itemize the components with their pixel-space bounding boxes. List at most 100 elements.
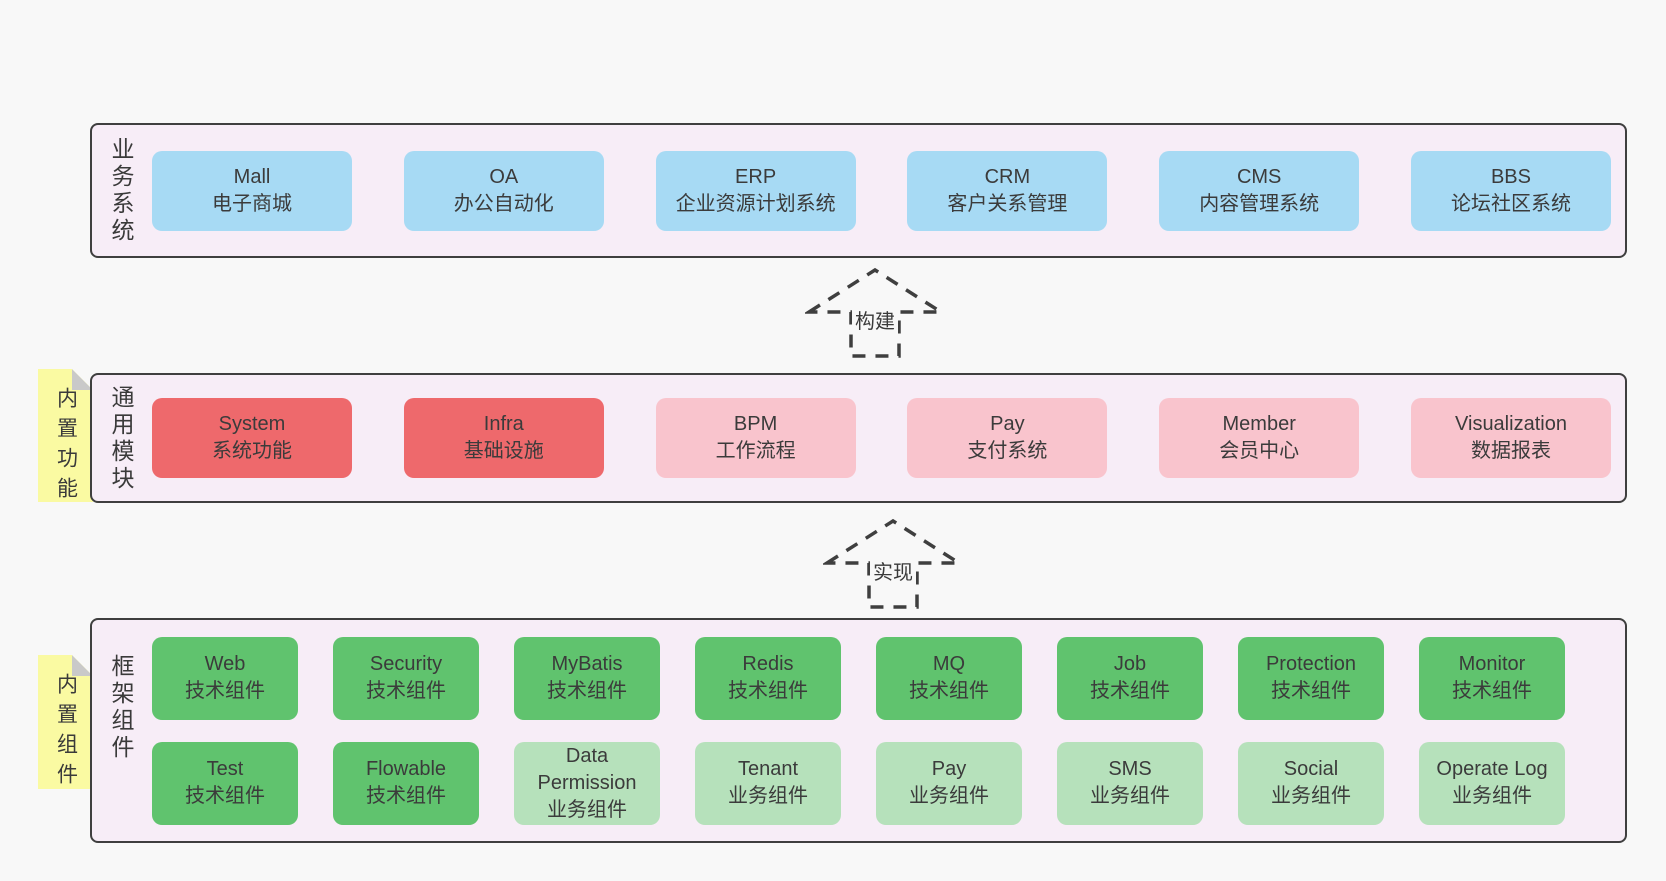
box-title: Test <box>206 758 244 780</box>
box-title: Pay <box>931 758 967 780</box>
box-subtitle: 电子商城 <box>212 192 292 215</box>
module-box-erp: ERP 企业资源计划系统 <box>655 150 856 231</box>
box-subtitle: 技术组件 <box>366 680 446 702</box>
box-title: BPM <box>733 413 778 435</box>
box-subtitle: 客户关系管理 <box>947 192 1068 215</box>
box-title: MyBatis <box>551 653 623 675</box>
box-subtitle: 技术组件 <box>728 680 808 702</box>
module-box-redis: Redis 技术组件 <box>695 636 841 720</box>
box-title: Protection <box>1265 653 1357 675</box>
module-box-monitor: Monitor 技术组件 <box>1419 636 1565 720</box>
layer-label-components: 框架组件 <box>108 654 134 762</box>
box-title: Job <box>1113 653 1147 675</box>
sticky-note-built-in-components: 内置组件 <box>38 655 93 789</box>
layer-label-business: 业务系统 <box>108 137 134 245</box>
box-subtitle: 技术组件 <box>1452 680 1532 702</box>
box-title: ERP <box>735 165 777 188</box>
box-subtitle: 业务组件 <box>1090 785 1170 807</box>
box-subtitle: 数据报表 <box>1470 440 1551 462</box>
layer-label-modules: 通用模块 <box>108 385 134 493</box>
box-title: CRM <box>984 165 1031 188</box>
dashed-up-arrow-icon <box>823 518 963 609</box>
box-subtitle: 技术组件 <box>909 680 989 702</box>
box-title: BBS <box>1490 165 1531 188</box>
module-box-mq: MQ 技术组件 <box>876 636 1022 720</box>
box-title: Social <box>1283 758 1339 780</box>
box-title: Web <box>204 653 246 675</box>
box-title: Tenant <box>737 758 799 780</box>
box-title: Operate Log <box>1436 758 1548 780</box>
box-title: Pay <box>990 413 1025 435</box>
module-box-crm: CRM 客户关系管理 <box>907 150 1108 231</box>
module-box-security: Security 技术组件 <box>333 636 479 720</box>
box-title: CMS <box>1236 165 1282 188</box>
module-box-data-permission: Data Permission 业务组件 <box>514 741 660 825</box>
layer-common-modules: 通用模块 System 系统功能 Infra 基础设施 BPM 工作流程 Pay 支付系统 Me… <box>90 373 1627 503</box>
box-title: Flowable <box>365 758 447 780</box>
build-arrow-label: 构建 <box>852 310 898 334</box>
module-box-web: Web 技术组件 <box>152 636 298 720</box>
dashed-up-arrow-icon <box>805 267 945 358</box>
note-label: 内置功能 <box>54 387 78 507</box>
box-subtitle: 技术组件 <box>1271 680 1351 702</box>
box-title: Infra <box>483 413 524 435</box>
implement-arrow-label: 实现 <box>870 561 916 585</box>
module-box-bpm: BPM 工作流程 <box>655 398 856 478</box>
module-box-protection: Protection 技术组件 <box>1238 636 1384 720</box>
module-box-pay: Pay 业务组件 <box>876 741 1022 825</box>
box-title: Redis <box>742 653 794 675</box>
module-box-mybatis: MyBatis 技术组件 <box>514 636 660 720</box>
box-subtitle: 论坛社区系统 <box>1450 192 1571 215</box>
box-subtitle: 基础设施 <box>463 440 544 462</box>
box-title: Security <box>369 653 443 675</box>
box-subtitle: 技术组件 <box>1090 680 1170 702</box>
module-box-bbs: BBS 论坛社区系统 <box>1410 150 1611 231</box>
build-arrow: 构建 <box>805 266 945 360</box>
module-box-oa: OA 办公自动化 <box>403 150 604 231</box>
box-subtitle: 办公自动化 <box>453 192 554 215</box>
box-subtitle: 会员中心 <box>1219 440 1300 462</box>
module-boxes: System 系统功能 Infra 基础设施 BPM 工作流程 Pay 支付系统 Member 会… <box>152 375 1611 501</box>
module-box-infra: Infra 基础设施 <box>403 398 604 478</box>
box-row: System 系统功能 Infra 基础设施 BPM 工作流程 Pay 支付系统 Member 会… <box>152 398 1611 478</box>
box-title: Monitor <box>1458 653 1526 675</box>
box-title: Data Permission <box>537 744 637 794</box>
box-subtitle: 内容管理系统 <box>1199 192 1320 215</box>
module-box-cms: CMS 内容管理系统 <box>1159 150 1360 231</box>
box-title: SMS <box>1108 758 1152 780</box>
module-box-job: Job 技术组件 <box>1057 636 1203 720</box>
business-boxes: Mall 电子商城 OA 办公自动化 ERP 企业资源计划系统 CRM 客户关系管理 CMS 内容… <box>152 125 1611 256</box>
box-subtitle: 业务组件 <box>909 785 989 807</box>
box-title: Mall <box>233 165 271 188</box>
sticky-note-built-in-functions: 内置功能 <box>38 369 93 502</box>
module-box-mall: Mall 电子商城 <box>152 150 352 231</box>
box-subtitle: 业务组件 <box>728 785 808 807</box>
box-subtitle: 系统功能 <box>212 440 292 462</box>
note-label: 内置组件 <box>54 673 78 793</box>
box-title: Member <box>1222 413 1296 435</box>
box-title: System <box>218 413 286 435</box>
module-box-system: System 系统功能 <box>152 398 352 478</box>
box-subtitle: 技术组件 <box>547 680 627 702</box>
box-subtitle: 工作流程 <box>715 440 796 462</box>
module-box-member: Member 会员中心 <box>1159 398 1360 478</box>
box-subtitle: 技术组件 <box>185 785 265 807</box>
box-title: OA <box>489 165 519 188</box>
module-box-tenant: Tenant 业务组件 <box>695 741 841 825</box>
box-subtitle: 支付系统 <box>967 440 1048 462</box>
box-row: Mall 电子商城 OA 办公自动化 ERP 企业资源计划系统 CRM 客户关系管理 CMS 内容… <box>152 150 1611 231</box>
box-title: MQ <box>932 653 966 675</box>
box-subtitle: 业务组件 <box>547 798 627 821</box>
layer-business-systems: 业务系统 Mall 电子商城 OA 办公自动化 ERP 企业资源计划系统 CRM 客户关系管理… <box>90 123 1627 258</box>
module-box-pay: Pay 支付系统 <box>907 398 1108 478</box>
box-subtitle: 技术组件 <box>185 680 265 702</box>
box-subtitle: 企业资源计划系统 <box>675 192 836 215</box>
